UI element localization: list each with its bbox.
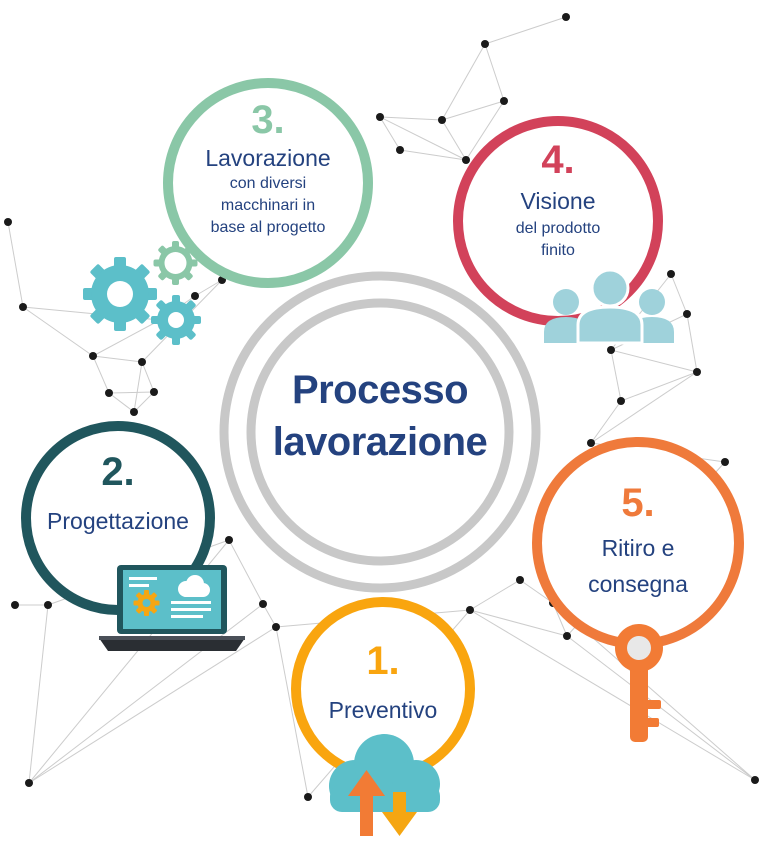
- center-title-line-1: Processo: [291, 368, 469, 412]
- network-node: [105, 389, 113, 397]
- network-line: [566, 635, 756, 781]
- network-node: [751, 776, 759, 784]
- network-node: [667, 270, 675, 278]
- network-node: [11, 601, 19, 609]
- center-title-line-2: lavorazione: [272, 420, 488, 464]
- cloud-upload-download-icon: [329, 734, 440, 836]
- network-line: [133, 391, 155, 413]
- network-node: [191, 292, 199, 300]
- network-node: [376, 113, 384, 121]
- step-2-number: 2.: [101, 450, 135, 494]
- people-icon: [544, 268, 674, 345]
- step-5-title: Ritiro e consegna: [588, 535, 688, 597]
- step-3-title: Lavorazione: [205, 145, 331, 171]
- network-node: [304, 793, 312, 801]
- network-node: [150, 388, 158, 396]
- network-line: [108, 391, 155, 394]
- network-node: [130, 408, 138, 416]
- network-line: [469, 609, 756, 781]
- network-node: [4, 218, 12, 226]
- center-title: Processo lavorazione: [252, 364, 508, 468]
- network-node: [683, 310, 691, 318]
- network-line: [469, 609, 568, 637]
- network-node: [44, 601, 52, 609]
- network-node: [89, 352, 97, 360]
- step-3-subtitle: con diversi macchinari in base al proget…: [210, 175, 326, 236]
- network-line: [590, 371, 698, 444]
- network-node: [19, 303, 27, 311]
- network-line: [590, 400, 622, 444]
- step-1-title: Preventivo: [328, 697, 438, 723]
- network-line: [465, 100, 505, 161]
- network-line: [469, 579, 521, 611]
- network-line: [519, 579, 554, 604]
- network-node: [138, 358, 146, 366]
- network-node: [396, 146, 404, 154]
- network-node: [516, 576, 524, 584]
- network-line: [262, 603, 277, 628]
- network-line: [399, 149, 467, 161]
- step-4-subtitle: del prodotto finito: [515, 220, 601, 260]
- network-node: [562, 13, 570, 21]
- step-5-number: 5.: [621, 481, 655, 525]
- network-node: [272, 623, 280, 631]
- network-line: [379, 116, 443, 121]
- step-4-number: 4.: [541, 138, 575, 182]
- network-line: [275, 626, 309, 798]
- network-node: [500, 97, 508, 105]
- network-line: [484, 16, 567, 45]
- step-2-title: Progettazione: [47, 508, 189, 534]
- step-3: 3. Lavorazione con diversi macchinari in…: [188, 100, 348, 238]
- network-line: [7, 221, 24, 308]
- network-node: [721, 458, 729, 466]
- network-line: [92, 319, 161, 357]
- step-5: 5. Ritiro e consegna: [558, 483, 718, 602]
- network-line: [441, 119, 467, 161]
- network-line: [441, 100, 505, 121]
- network-node: [25, 779, 33, 787]
- step-3-ring: [163, 78, 373, 288]
- network-line: [22, 306, 94, 357]
- network-line: [92, 355, 110, 394]
- network-line: [620, 371, 698, 402]
- network-line: [228, 539, 264, 605]
- network-node: [607, 346, 615, 354]
- laptop-icon: [99, 565, 245, 651]
- network-line: [194, 279, 223, 297]
- network-node: [693, 368, 701, 376]
- network-node: [481, 40, 489, 48]
- network-line: [484, 43, 505, 102]
- network-line: [92, 355, 143, 363]
- network-line: [28, 626, 277, 784]
- network-line: [686, 313, 698, 373]
- network-node: [617, 397, 625, 405]
- network-node: [259, 600, 267, 608]
- step-4-title: Visione: [520, 188, 596, 214]
- step-1: 1. Preventivo: [313, 641, 453, 723]
- network-line: [379, 116, 467, 161]
- network-node: [225, 536, 233, 544]
- network-node: [587, 439, 595, 447]
- network-node: [466, 606, 474, 614]
- step-1-number: 1.: [366, 639, 400, 683]
- network-line: [441, 43, 486, 121]
- network-line: [133, 361, 143, 413]
- network-line: [610, 349, 622, 402]
- network-node: [563, 632, 571, 640]
- network-line: [379, 116, 401, 151]
- step-3-number: 3.: [251, 98, 285, 142]
- step-4: 4. Visione del prodotto finito: [478, 140, 638, 262]
- gears-icon: [83, 241, 201, 345]
- network-line: [670, 273, 688, 315]
- center-rings: [219, 271, 541, 593]
- network-node: [438, 116, 446, 124]
- key-icon: [615, 624, 663, 742]
- network-line: [610, 349, 698, 373]
- network-node: [462, 156, 470, 164]
- step-2: 2. Progettazione: [30, 452, 206, 534]
- network-line: [108, 392, 135, 413]
- network-line: [28, 604, 49, 784]
- network-line: [141, 361, 155, 393]
